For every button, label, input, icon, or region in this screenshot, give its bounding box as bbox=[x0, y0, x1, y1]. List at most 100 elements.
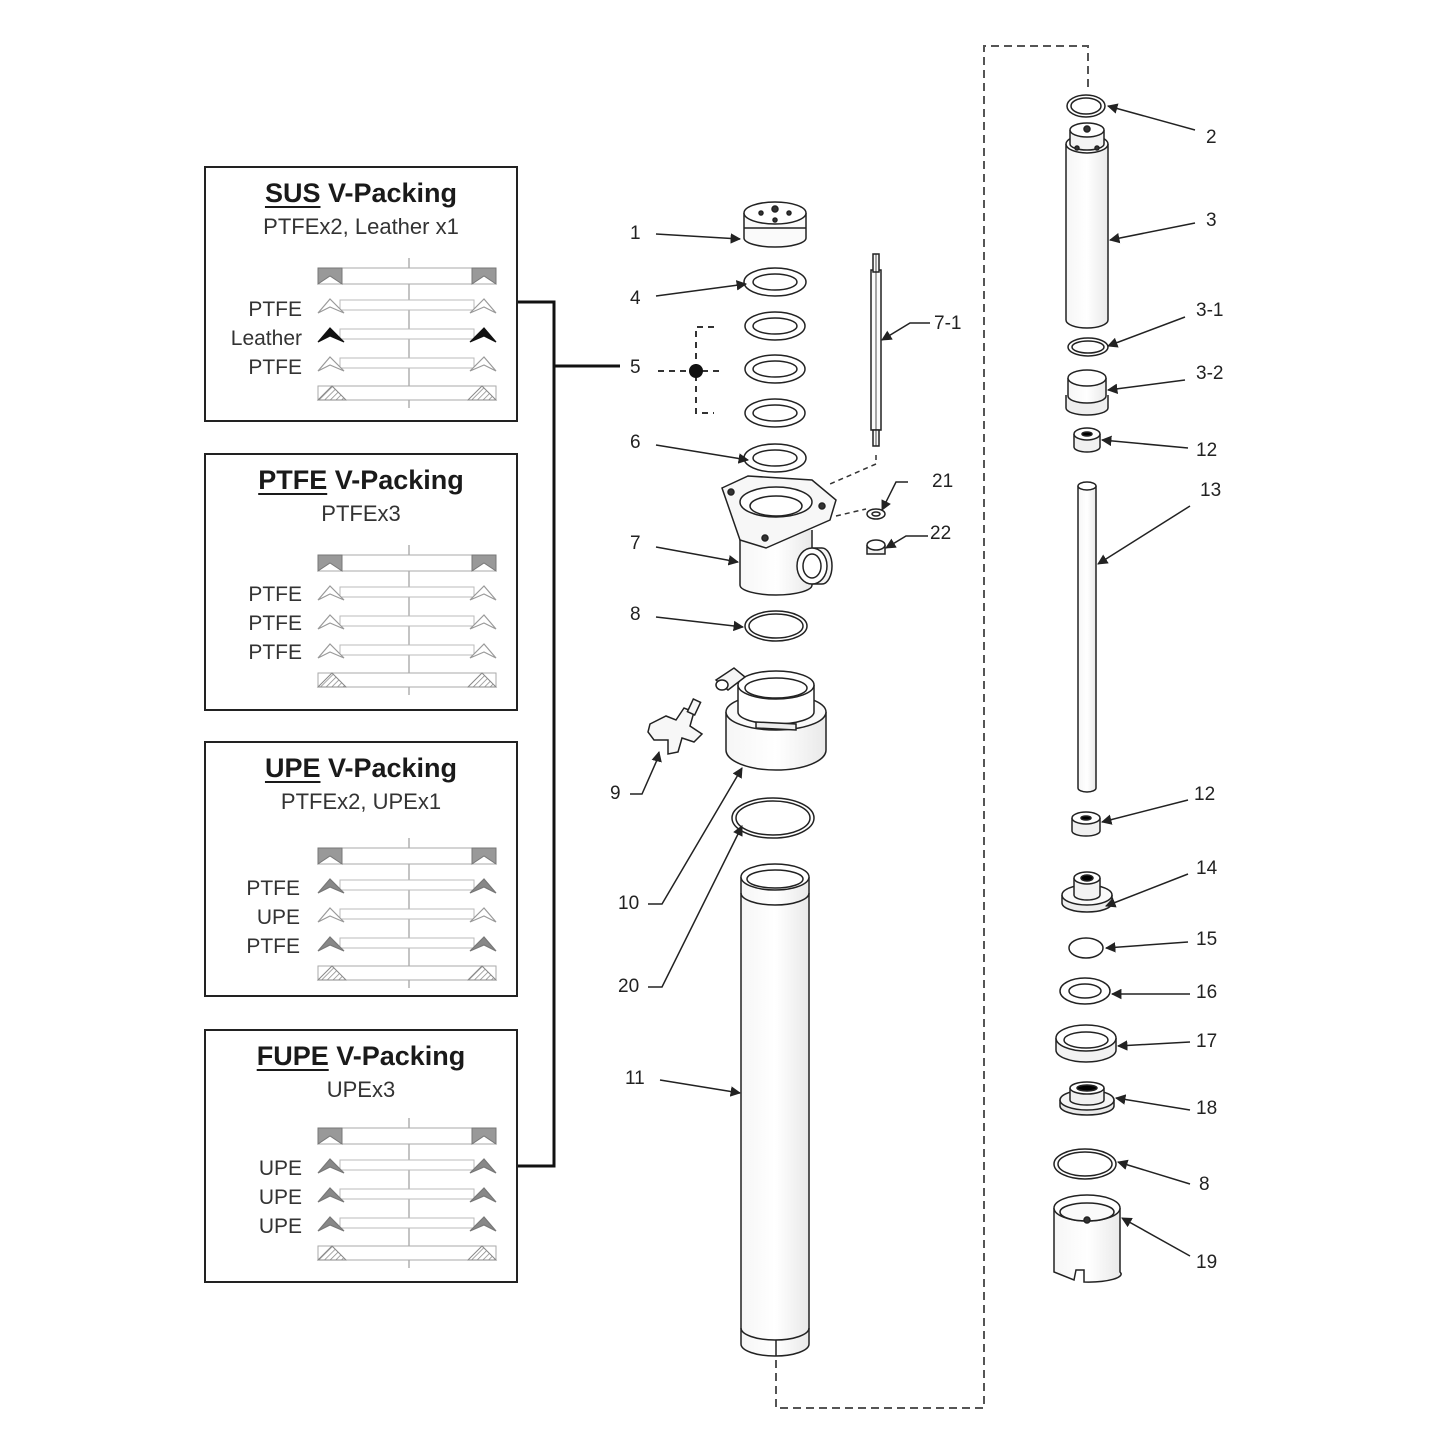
callout-13: 13 bbox=[1200, 480, 1222, 501]
adapter-end-right bbox=[471, 1127, 497, 1145]
male-adapter-right bbox=[466, 1245, 498, 1261]
v-ring-left-outline bbox=[317, 585, 345, 601]
callout-5: 5 bbox=[630, 357, 641, 378]
v-ring-right-outline bbox=[469, 643, 497, 659]
layer-label: PTFE bbox=[248, 356, 302, 379]
callout-12-lower: 12 bbox=[1194, 784, 1216, 805]
male-adapter-left bbox=[316, 1245, 348, 1261]
part-3-2-fitting bbox=[1065, 369, 1109, 416]
v-ring-right-outline bbox=[469, 298, 497, 314]
callout-9: 9 bbox=[610, 783, 621, 804]
adapter-end-right bbox=[471, 267, 497, 285]
v-ring-body bbox=[339, 1159, 475, 1171]
male-adapter-left bbox=[316, 385, 348, 401]
v-ring-right-outline bbox=[469, 356, 497, 372]
part-21-washer bbox=[866, 508, 886, 520]
part-9-star-knob bbox=[647, 697, 704, 755]
v-ring-right-gray bbox=[469, 878, 497, 894]
v-ring-body bbox=[339, 586, 475, 598]
male-adapter-right bbox=[466, 672, 498, 688]
v-ring-left-black bbox=[317, 327, 345, 343]
adapter-end-left bbox=[317, 847, 343, 865]
layer-label: PTFE bbox=[248, 298, 302, 321]
callout-1: 1 bbox=[630, 223, 641, 244]
callout-14: 14 bbox=[1196, 858, 1218, 879]
layer-label: PTFE bbox=[246, 935, 300, 958]
layer-label: PTFE bbox=[248, 641, 302, 664]
packing-stack-graphics bbox=[316, 258, 498, 1268]
callout-7-1: 7-1 bbox=[934, 313, 962, 334]
v-ring-left-gray bbox=[317, 1216, 345, 1232]
female-adapter bbox=[317, 554, 497, 572]
callout-2: 2 bbox=[1206, 127, 1217, 148]
part-14-valve-seat bbox=[1061, 871, 1113, 913]
v-ring-right-gray bbox=[469, 1187, 497, 1203]
callout-3-2: 3-2 bbox=[1196, 363, 1224, 384]
layer-label: PTFE bbox=[246, 877, 300, 900]
callout-3-1: 3-1 bbox=[1196, 300, 1224, 321]
v-ring-body bbox=[339, 1217, 475, 1229]
part-16-washer bbox=[1059, 977, 1111, 1005]
callout-21: 21 bbox=[932, 471, 954, 492]
packing-box-upe: UPE V-Packing PTFEx2, UPEx1 PTFE UPE PTF… bbox=[204, 741, 518, 997]
v-ring-left-outline bbox=[317, 643, 345, 659]
adapter-end-left bbox=[317, 554, 343, 572]
adapter-end-right bbox=[471, 847, 497, 865]
v-ring-left-outline bbox=[317, 298, 345, 314]
male-adapter bbox=[317, 385, 497, 401]
callout-7: 7 bbox=[630, 533, 641, 554]
box-subtitle: PTFEx3 bbox=[321, 501, 401, 526]
part-19-foot-valve bbox=[1053, 1194, 1122, 1283]
male-adapter-right bbox=[466, 965, 498, 981]
packing-bracket bbox=[518, 300, 620, 1168]
v-ring-body bbox=[339, 937, 475, 949]
v-ring-left-gray bbox=[317, 1187, 345, 1203]
v-ring-left-outline bbox=[317, 614, 345, 630]
v-ring-body bbox=[339, 879, 475, 891]
male-adapter-left bbox=[316, 965, 348, 981]
packing-box-fupe: FUPE V-Packing UPEx3 UPE UPE UPE bbox=[204, 1029, 518, 1283]
part-22-nut bbox=[866, 539, 886, 555]
layer-label: PTFE bbox=[248, 583, 302, 606]
part-20-oring bbox=[731, 797, 815, 839]
callout-11: 11 bbox=[625, 1068, 645, 1089]
part-11-tube bbox=[740, 863, 810, 1357]
box-subtitle: PTFEx2, Leather x1 bbox=[263, 214, 459, 239]
callout-18: 18 bbox=[1196, 1098, 1218, 1119]
callout-8-upper: 8 bbox=[630, 604, 641, 625]
adapter-end-right bbox=[471, 554, 497, 572]
layer-label: PTFE bbox=[248, 612, 302, 635]
v-ring-right-gray bbox=[469, 936, 497, 952]
callout-12-upper: 12 bbox=[1196, 440, 1218, 461]
part-18-seat bbox=[1059, 1081, 1115, 1116]
callout-19: 19 bbox=[1196, 1252, 1218, 1273]
part-7-housing bbox=[721, 475, 837, 596]
part-17-cup bbox=[1055, 1024, 1117, 1063]
part-3-1-oring bbox=[1067, 337, 1109, 357]
v-ring-body bbox=[339, 644, 475, 656]
part-15-disc bbox=[1068, 937, 1104, 959]
v-ring-right-outline bbox=[469, 614, 497, 630]
part-7-1-rod bbox=[870, 253, 882, 447]
v-ring-left-outline bbox=[317, 356, 345, 372]
callout-3: 3 bbox=[1206, 210, 1217, 231]
male-adapter bbox=[317, 965, 497, 981]
rod-dashed-link bbox=[829, 455, 877, 485]
callout-22: 22 bbox=[930, 523, 952, 544]
callout-17: 17 bbox=[1196, 1031, 1218, 1052]
male-adapter bbox=[317, 672, 497, 688]
layer-label: UPE bbox=[258, 1157, 302, 1180]
v-ring-right-outline bbox=[469, 585, 497, 601]
part-12-nut-lower bbox=[1071, 811, 1101, 837]
callout-16: 16 bbox=[1196, 982, 1218, 1003]
male-adapter bbox=[317, 1245, 497, 1261]
box-subtitle: UPEx3 bbox=[326, 1077, 396, 1102]
box-subtitle: PTFEx2, UPEx1 bbox=[280, 789, 442, 814]
v-ring-body bbox=[339, 328, 475, 340]
dashed-connection-line bbox=[775, 45, 1089, 1409]
part-12-nut-upper bbox=[1073, 427, 1101, 453]
box-title: SUS V-Packing bbox=[264, 178, 458, 208]
v-ring-right-gray bbox=[469, 1216, 497, 1232]
adapter-end-left bbox=[317, 267, 343, 285]
